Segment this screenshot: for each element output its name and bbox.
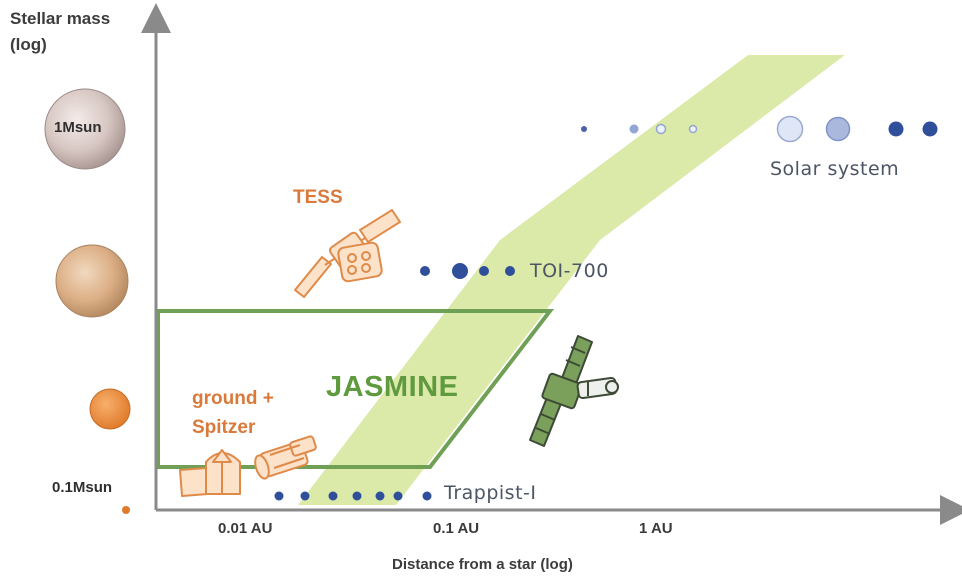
- x-tick-0.01au: 0.01 AU: [218, 520, 273, 537]
- trappist-1-planets: [274, 491, 432, 501]
- x-tick-1au: 1 AU: [639, 520, 673, 537]
- planet-toi-c: [452, 263, 468, 279]
- planet-trappist-c: [300, 491, 310, 501]
- jasmine-coverage-outline: [156, 309, 555, 469]
- star-small-icon: [89, 388, 131, 430]
- solar-system-planets: [581, 115, 938, 143]
- tess-label: TESS: [293, 187, 343, 208]
- planet-toi-d: [479, 266, 489, 276]
- solar-system-label: Solar system: [770, 158, 900, 180]
- star-tiny-icon: [122, 506, 130, 514]
- tess-satellite-icon: [294, 209, 401, 298]
- planet-trappist-b: [274, 491, 284, 501]
- planet-mercury: [581, 126, 587, 132]
- y-axis-label-line1: Stellar mass: [10, 9, 111, 28]
- planet-trappist-h: [422, 491, 432, 501]
- planet-trappist-f: [375, 491, 385, 501]
- planet-trappist-d: [328, 491, 338, 501]
- y-axis-label-line2: (log): [10, 35, 47, 54]
- ground-label-line1: ground +: [192, 388, 274, 409]
- x-axis-label: Distance from a star (log): [392, 556, 573, 573]
- jasmine-label: JASMINE: [326, 371, 459, 403]
- planet-uranus: [888, 121, 904, 137]
- planet-earth: [655, 123, 667, 135]
- jasmine-satellite-icon: [529, 335, 619, 447]
- habitable-zone-band: [298, 55, 845, 505]
- spitzer-telescope-icon: [254, 435, 317, 480]
- planet-neptune: [922, 121, 938, 137]
- toi-700-planets: [420, 263, 515, 279]
- planet-mars: [688, 124, 698, 134]
- planet-trappist-g: [393, 491, 403, 501]
- planet-toi-e: [505, 266, 515, 276]
- planet-trappist-e: [352, 491, 362, 501]
- planet-venus: [629, 124, 639, 134]
- planet-jupiter: [776, 115, 804, 143]
- y-tick-0.1msun: 0.1Msun: [52, 479, 113, 496]
- x-tick-0.1au: 0.1 AU: [433, 520, 480, 537]
- toi-700-label: TOI-700: [530, 260, 609, 282]
- ground-telescope-icon: [179, 449, 241, 497]
- star-1msun-icon: [44, 88, 126, 170]
- planet-saturn: [825, 116, 851, 142]
- y-tick-1msun: 1Msun: [54, 119, 102, 136]
- trappist-1-label: Trappist-I: [444, 482, 537, 504]
- planet-toi-b: [420, 266, 430, 276]
- ground-label-line2: Spitzer: [192, 417, 256, 438]
- star-medium-icon: [55, 244, 129, 318]
